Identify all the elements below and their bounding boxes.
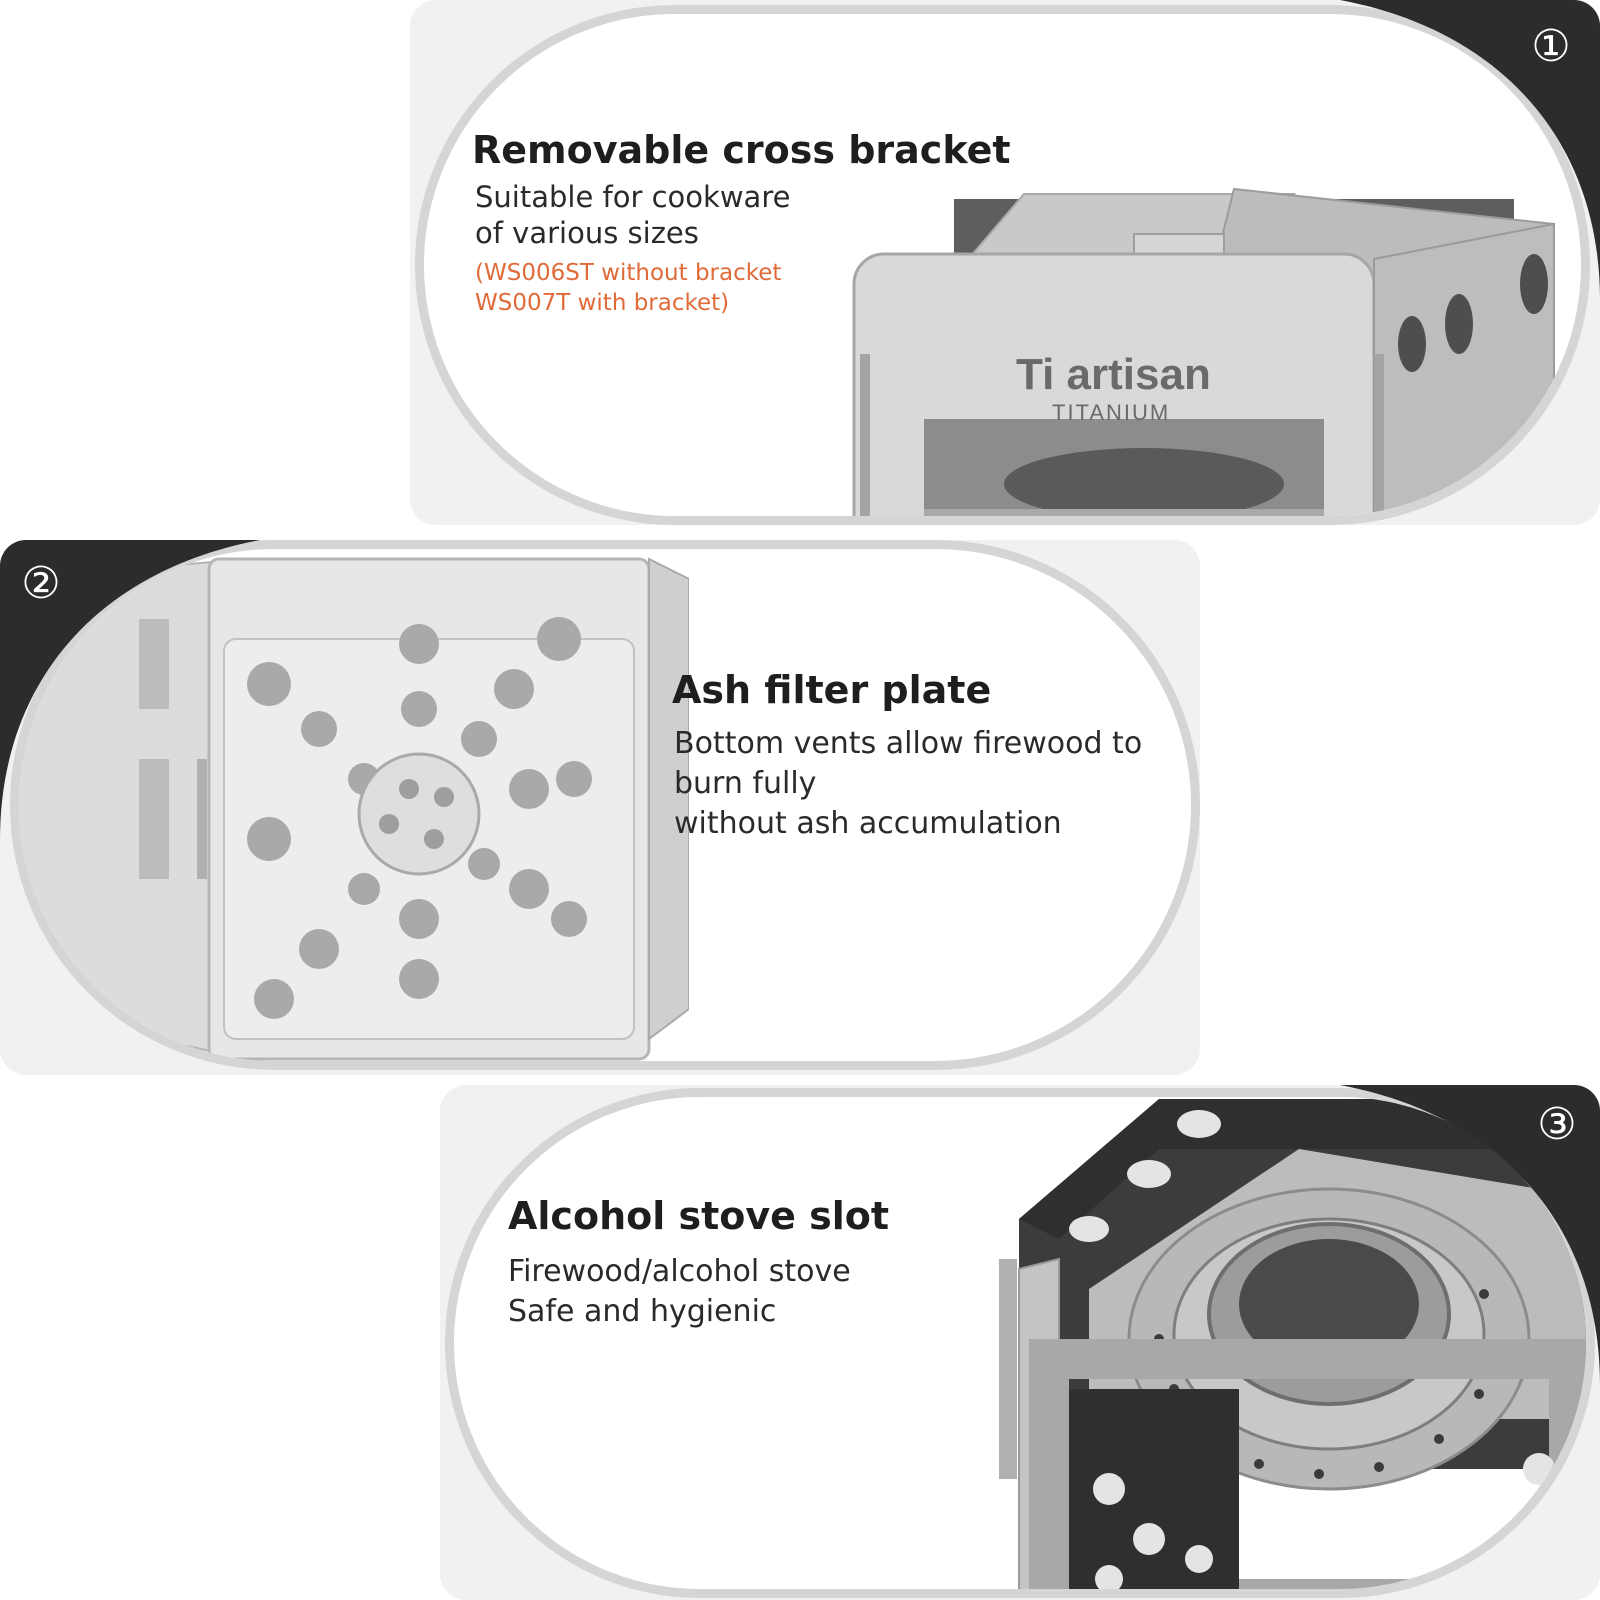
stove-cross-bracket-image: Ti artisan TITANIUM bbox=[852, 187, 1556, 516]
feature-title-3: Alcohol stove slot bbox=[508, 1194, 890, 1238]
feature-capsule-1: Ti artisan TITANIUM bbox=[415, 5, 1590, 525]
feature-line-1-2: of various sizes bbox=[475, 216, 699, 250]
logo-material-text: TITANIUM bbox=[1052, 400, 1170, 425]
badge-number-1: ① bbox=[1531, 21, 1571, 72]
alcohol-stove-slot-image bbox=[999, 1099, 1586, 1589]
feature-title-2: Ash filter plate bbox=[672, 668, 992, 712]
feature-line-3-2: Safe and hygienic bbox=[508, 1294, 777, 1329]
feature-line-2-3: without ash accumulation bbox=[674, 806, 1062, 841]
feature-line-3-1: Firewood/alcohol stove bbox=[508, 1254, 851, 1289]
feature-note-1-2: WS007T with bracket) bbox=[475, 290, 730, 316]
dark-corner-decoration bbox=[1340, 0, 1600, 300]
feature-title-1: Removable cross bracket bbox=[472, 128, 1011, 172]
badge-number-2: ② bbox=[21, 558, 61, 609]
feature-capsule-3 bbox=[445, 1088, 1595, 1598]
ash-filter-plate-image bbox=[19, 557, 689, 1061]
feature-line-2-1: Bottom vents allow firewood to bbox=[674, 726, 1143, 761]
logo-brand-text: Ti artisan bbox=[1016, 350, 1211, 399]
feature-note-1-1: (WS006ST without bracket bbox=[475, 260, 782, 286]
feature-line-2-2: burn fully bbox=[674, 766, 817, 801]
feature-capsule-2 bbox=[10, 540, 1200, 1070]
badge-number-3: ③ bbox=[1537, 1099, 1577, 1150]
feature-line-1-1: Suitable for cookware bbox=[475, 180, 791, 214]
